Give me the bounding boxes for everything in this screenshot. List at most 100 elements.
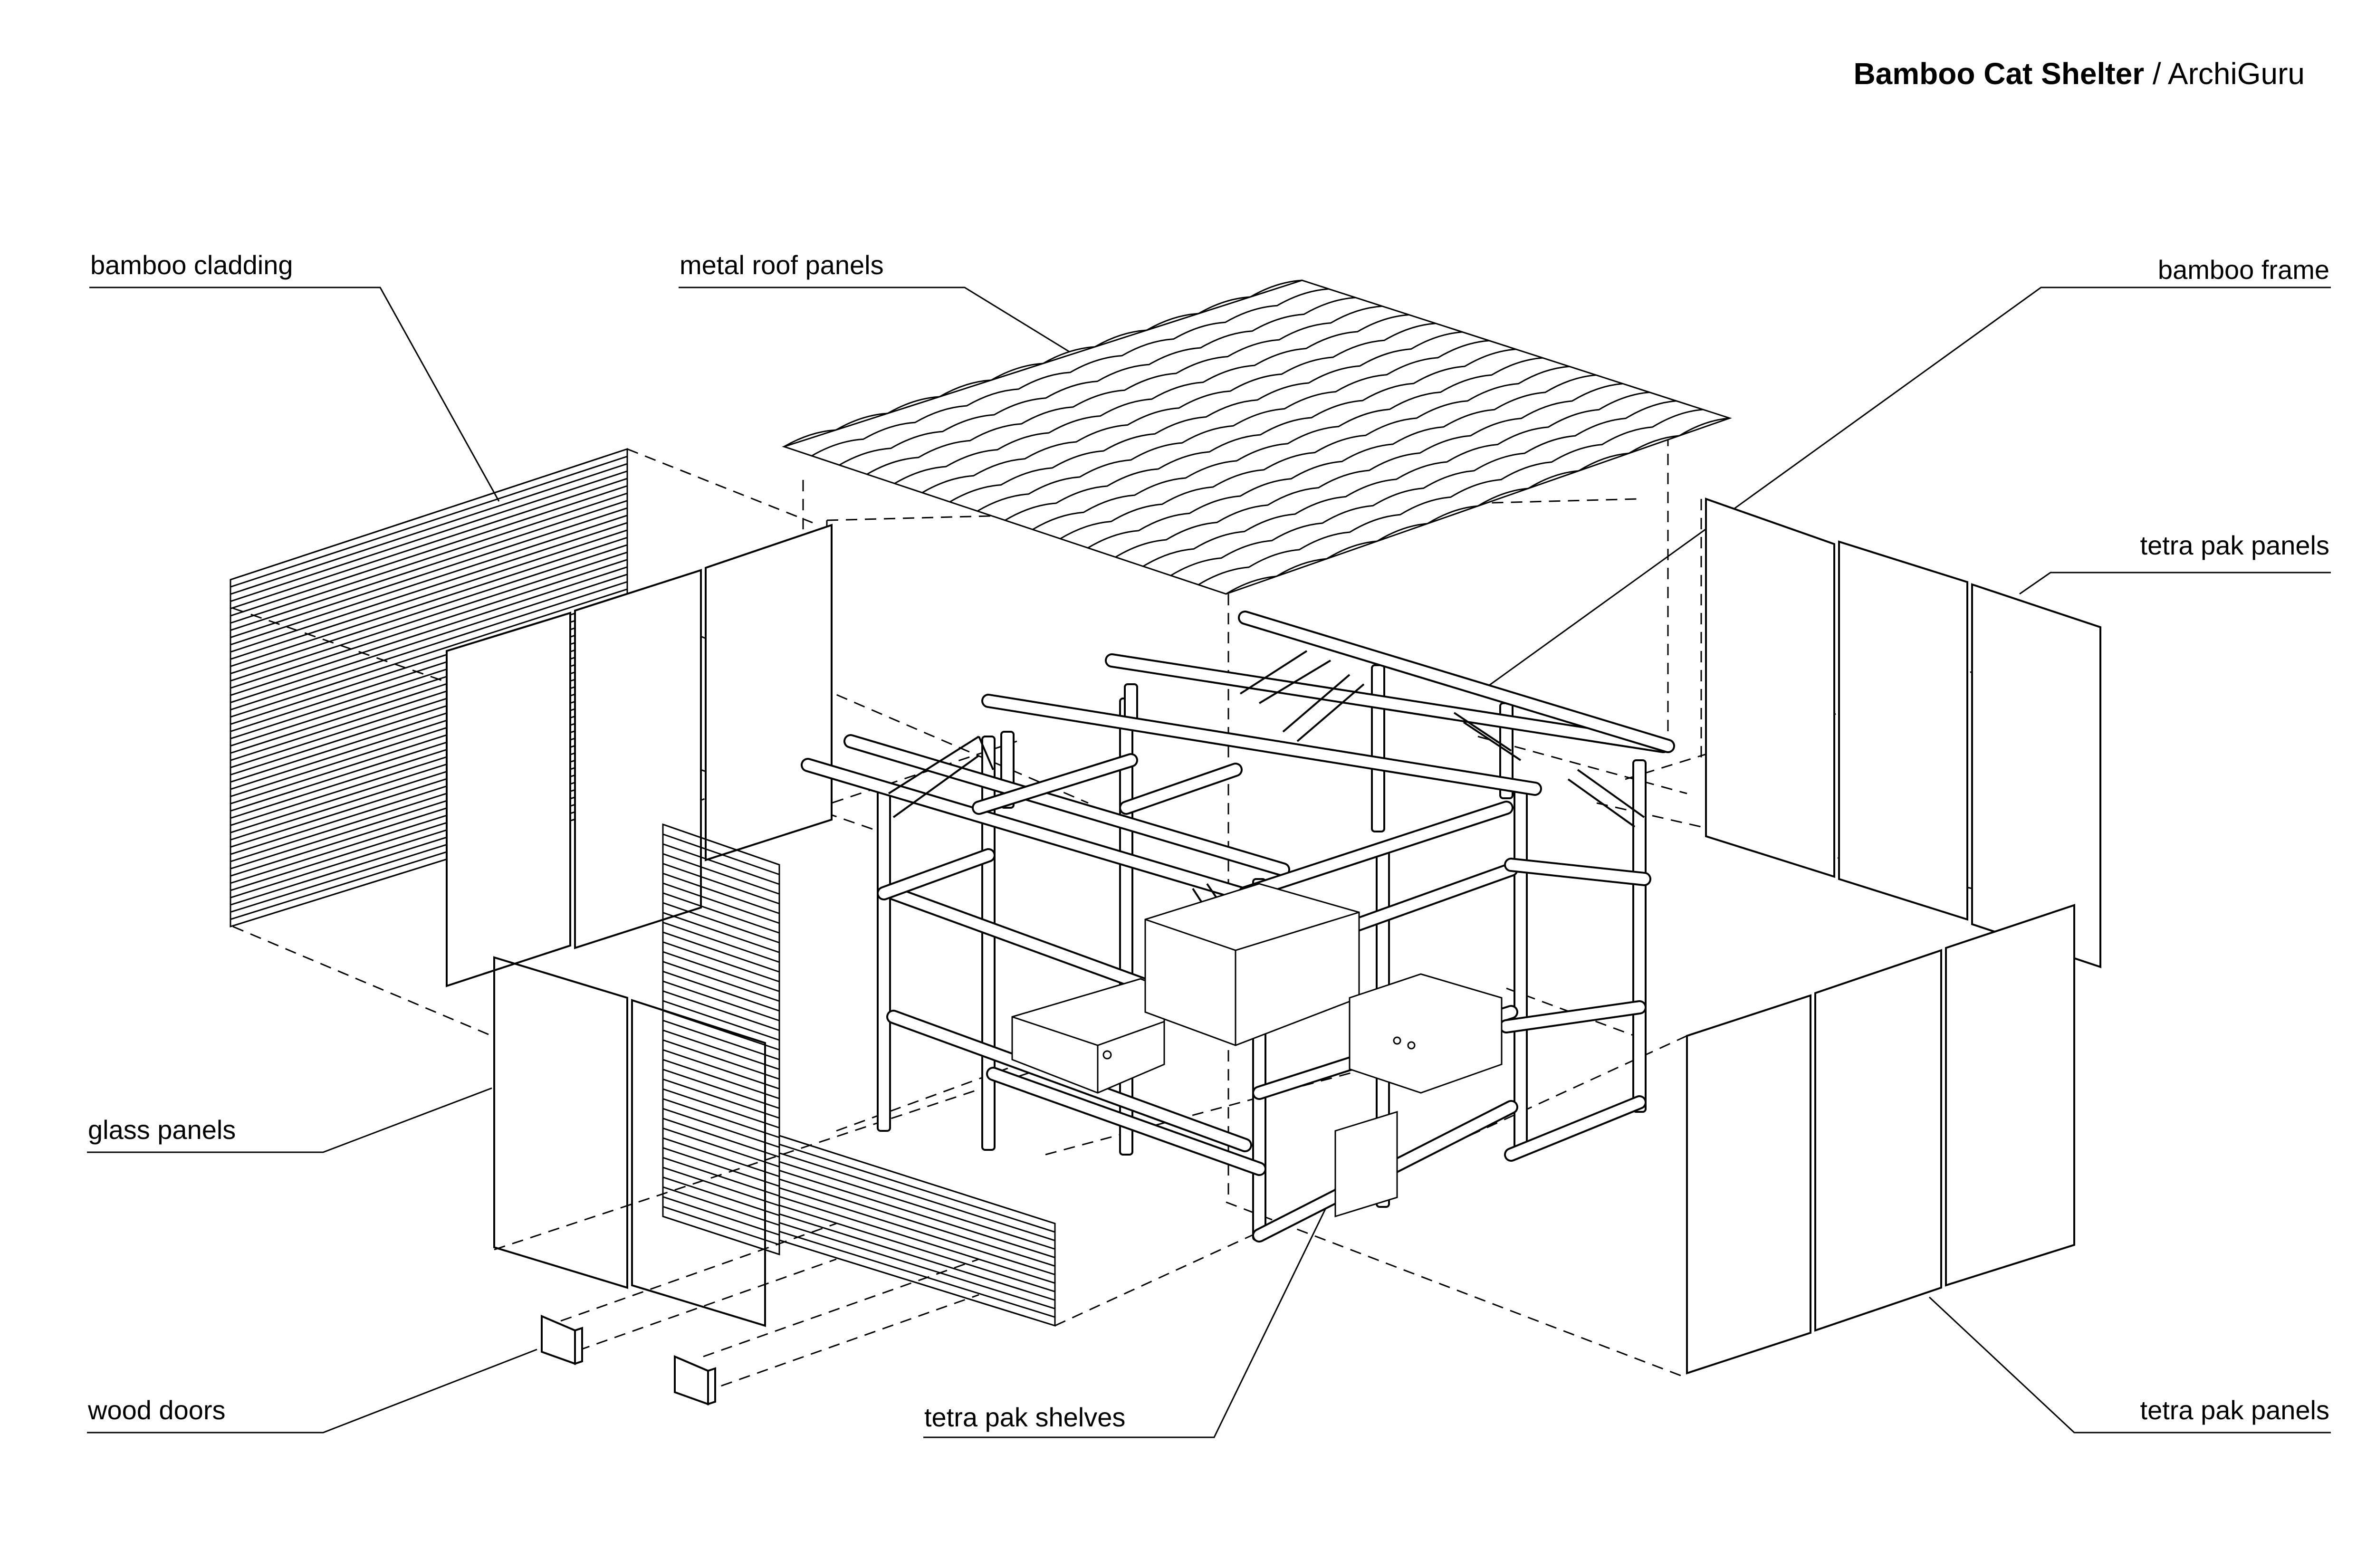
bamboo-beam xyxy=(1238,611,1675,753)
cladding-slat xyxy=(779,1239,1055,1327)
cladding-slat xyxy=(662,1069,780,1109)
leader-bamboo-frame xyxy=(1487,287,2331,688)
cladding-slat xyxy=(230,456,628,588)
glass-panel-rear-1 xyxy=(446,612,571,987)
wood-door-1 xyxy=(541,1314,576,1365)
cladding-slat xyxy=(230,559,628,689)
cladding-slat xyxy=(779,1169,1055,1259)
shelf-box-4 xyxy=(1334,1110,1398,1218)
glass-panels-rear xyxy=(446,524,833,987)
label-bamboo-cladding: bamboo cladding xyxy=(90,250,293,280)
cladding-slat xyxy=(662,970,780,1012)
roof-corrugation xyxy=(949,331,1463,503)
roof-corrugation xyxy=(921,323,1436,494)
cladding-slat xyxy=(230,581,628,711)
wood-door-2-side xyxy=(707,1367,716,1405)
label-wood-doors: wood doors xyxy=(88,1395,226,1425)
glass-panels-front xyxy=(493,956,766,1327)
roof-corrugation xyxy=(894,314,1409,484)
bamboo-cladding-front xyxy=(662,823,1056,1327)
cladding-slat xyxy=(230,588,628,718)
bamboo-pole xyxy=(1514,783,1528,1151)
cladding-slat xyxy=(662,1157,780,1197)
leader-tetra-pak-shelves xyxy=(923,1159,1351,1438)
tetra-pak-panel-top-3 xyxy=(1971,583,2101,968)
cladding-slat xyxy=(662,1137,780,1177)
roof-corrugation xyxy=(1032,357,1543,530)
glass-panel-front-1 xyxy=(493,956,628,1289)
roof-corrugation xyxy=(839,296,1356,466)
cladding-slat xyxy=(779,1143,1055,1233)
cladding-slat xyxy=(662,1176,780,1216)
metal-roof xyxy=(782,279,1732,595)
cladding-slat xyxy=(230,544,628,675)
tetra-pak-panel-top-2 xyxy=(1838,540,1968,921)
cladding-slat xyxy=(230,529,628,660)
roof-corrugation xyxy=(784,279,1303,448)
leader-tetra-pak-top xyxy=(2019,572,2331,595)
bamboo-beam xyxy=(981,694,1542,796)
roof-corrugation xyxy=(866,305,1382,475)
title-author: ArchiGuru xyxy=(2167,57,2305,91)
cladding-slat xyxy=(662,912,780,953)
glass-panel-rear-3 xyxy=(705,524,833,861)
cladding-slat xyxy=(662,1108,780,1148)
roof-corrugation xyxy=(1226,417,1730,595)
wood-door-1-side xyxy=(574,1327,583,1365)
cladding-slat xyxy=(662,980,780,1022)
cladding-slat xyxy=(662,931,780,973)
tetra-pak-panels-top xyxy=(1705,497,2101,968)
cladding-slat xyxy=(779,1161,1055,1250)
roof-corrugations xyxy=(784,279,1730,595)
leader-glass-panels xyxy=(87,1087,492,1153)
cladding-slat xyxy=(230,566,628,696)
cladding-slat xyxy=(230,500,628,631)
cladding-slat xyxy=(662,892,780,934)
roof-corrugation xyxy=(1087,374,1596,549)
cladding-slat xyxy=(662,1000,780,1041)
tetra-pak-panel-bottom-3 xyxy=(1945,904,2075,1287)
cladding-slat xyxy=(230,492,628,624)
cladding-slat xyxy=(230,522,628,653)
roof-corrugation xyxy=(977,340,1489,512)
roof-corrugation xyxy=(1198,409,1703,585)
leader-tetra-pak-bottom xyxy=(1928,1296,2331,1434)
bamboo-beam xyxy=(1119,763,1243,815)
glass-panel-front-2 xyxy=(631,999,766,1327)
cladding-slat xyxy=(662,1049,780,1090)
cladding-slat xyxy=(662,1078,780,1119)
cladding-slat xyxy=(779,1231,1055,1318)
cladding-slat xyxy=(230,448,628,581)
leader-metal-roof-panels xyxy=(679,287,1070,353)
cladding-slat xyxy=(779,1187,1055,1275)
cladding-slat xyxy=(779,1222,1055,1310)
label-tetra-pak-panels-top: tetra pak panels xyxy=(2140,530,2329,560)
roof-corrugation xyxy=(1060,365,1570,540)
cladding-slat xyxy=(662,1029,780,1070)
cladding-slat xyxy=(662,1020,780,1061)
cladding-slat xyxy=(230,507,628,639)
cladding-slat xyxy=(662,823,780,866)
cladding-slat xyxy=(230,485,628,617)
cladding-bottom-slats xyxy=(779,1135,1055,1327)
tetra-pak-panel-top-1 xyxy=(1705,497,1835,878)
cladding-slat xyxy=(662,872,780,914)
glass-panel-rear-2 xyxy=(574,569,702,949)
bamboo-beam xyxy=(877,848,996,900)
label-tetra-pak-shelves: tetra pak shelves xyxy=(924,1402,1126,1432)
cladding-slat xyxy=(662,853,780,895)
roof-corrugation xyxy=(1170,400,1677,576)
roof-corrugation xyxy=(1142,392,1650,567)
cladding-slat xyxy=(230,470,628,602)
wood-doors xyxy=(541,1314,716,1405)
bamboo-beam xyxy=(986,1067,1266,1176)
bamboo-pole xyxy=(1632,759,1647,1113)
cladding-slat xyxy=(662,833,780,875)
bamboo-beam xyxy=(1504,1095,1647,1162)
cladding-slat xyxy=(662,863,780,905)
cladding-slat xyxy=(662,843,780,885)
cladding-slat xyxy=(230,574,628,703)
cladding-slat xyxy=(662,1205,780,1245)
leader-lines xyxy=(87,287,2331,1438)
cladding-slat xyxy=(779,1178,1055,1267)
